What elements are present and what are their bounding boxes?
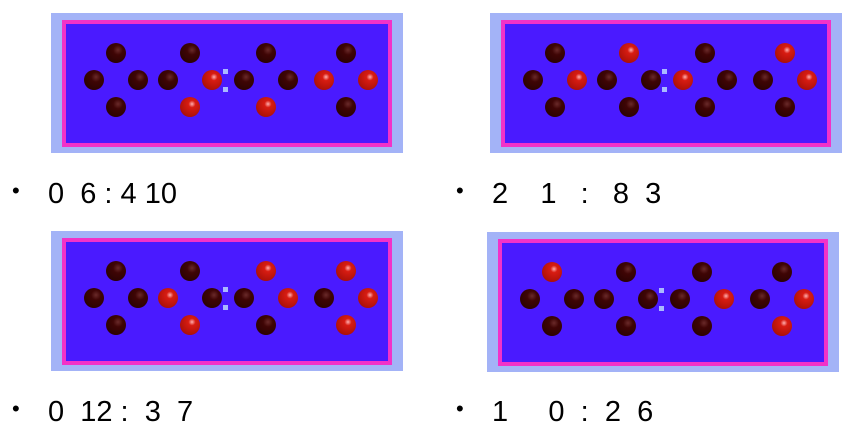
bullet: • — [456, 396, 464, 421]
binary-clock-4 — [487, 232, 839, 372]
bit-off-dot — [545, 43, 565, 63]
bit-off-dot — [106, 315, 126, 335]
binary-clock-3 — [51, 231, 403, 371]
bit-on-dot — [619, 43, 639, 63]
colon-dot — [659, 306, 664, 311]
bit-off-dot — [692, 316, 712, 336]
colon-dot — [662, 69, 667, 74]
clock-face — [62, 20, 392, 147]
bit-off-dot — [106, 43, 126, 63]
bit-off-dot — [619, 97, 639, 117]
bit-on-dot — [158, 288, 178, 308]
bit-off-dot — [202, 288, 222, 308]
bit-off-dot — [158, 70, 178, 90]
colon-dot — [223, 87, 228, 92]
bit-off-dot — [638, 289, 658, 309]
clock-3-label: 0 12 : 3 7 — [48, 396, 194, 428]
bit-off-dot — [597, 70, 617, 90]
colon-dot — [223, 305, 228, 310]
bit-off-dot — [84, 288, 104, 308]
bit-off-dot — [106, 261, 126, 281]
bit-off-dot — [695, 97, 715, 117]
bit-off-dot — [775, 97, 795, 117]
bit-off-dot — [750, 289, 770, 309]
bit-on-dot — [673, 70, 693, 90]
bullet: • — [456, 178, 464, 203]
bit-on-dot — [278, 288, 298, 308]
bit-off-dot — [542, 316, 562, 336]
bit-on-dot — [358, 70, 378, 90]
bit-on-dot — [567, 70, 587, 90]
bit-off-dot — [616, 316, 636, 336]
bit-off-dot — [314, 288, 334, 308]
bit-off-dot — [234, 70, 254, 90]
colon-dot — [662, 87, 667, 92]
bit-off-dot — [772, 262, 792, 282]
bit-on-dot — [336, 315, 356, 335]
bit-off-dot — [84, 70, 104, 90]
bit-off-dot — [564, 289, 584, 309]
bit-on-dot — [772, 316, 792, 336]
bit-off-dot — [545, 97, 565, 117]
bit-on-dot — [797, 70, 817, 90]
bit-on-dot — [256, 261, 276, 281]
bit-on-dot — [336, 261, 356, 281]
colon-dot — [223, 69, 228, 74]
bit-off-dot — [106, 97, 126, 117]
bit-off-dot — [523, 70, 543, 90]
bit-on-dot — [202, 70, 222, 90]
clock-face — [498, 239, 828, 366]
bit-off-dot — [336, 97, 356, 117]
clock-face — [62, 238, 392, 365]
bit-off-dot — [128, 288, 148, 308]
colon-dot — [223, 287, 228, 292]
bit-on-dot — [314, 70, 334, 90]
bit-off-dot — [695, 43, 715, 63]
bit-off-dot — [278, 70, 298, 90]
clock-1-label: 0 6 : 4 10 — [48, 178, 177, 210]
bit-on-dot — [775, 43, 795, 63]
bit-off-dot — [128, 70, 148, 90]
bit-on-dot — [180, 97, 200, 117]
bit-off-dot — [180, 261, 200, 281]
binary-clock-1 — [51, 13, 403, 153]
bit-on-dot — [358, 288, 378, 308]
bit-off-dot — [256, 315, 276, 335]
bit-off-dot — [641, 70, 661, 90]
binary-clock-2 — [490, 13, 842, 153]
clock-2-label: 2 1 : 8 3 — [492, 178, 662, 210]
colon-dot — [659, 288, 664, 293]
bit-off-dot — [234, 288, 254, 308]
bit-off-dot — [520, 289, 540, 309]
bit-on-dot — [794, 289, 814, 309]
bullet: • — [12, 178, 20, 203]
bit-off-dot — [670, 289, 690, 309]
bit-off-dot — [692, 262, 712, 282]
bit-on-dot — [180, 315, 200, 335]
bit-off-dot — [256, 43, 276, 63]
bit-off-dot — [753, 70, 773, 90]
bit-on-dot — [256, 97, 276, 117]
clock-4-label: 1 0 : 2 6 — [492, 396, 654, 428]
bit-on-dot — [542, 262, 562, 282]
bit-off-dot — [717, 70, 737, 90]
bit-off-dot — [594, 289, 614, 309]
bullet: • — [12, 396, 20, 421]
bit-off-dot — [336, 43, 356, 63]
bit-off-dot — [616, 262, 636, 282]
bit-on-dot — [714, 289, 734, 309]
bit-off-dot — [180, 43, 200, 63]
clock-face — [501, 20, 831, 147]
